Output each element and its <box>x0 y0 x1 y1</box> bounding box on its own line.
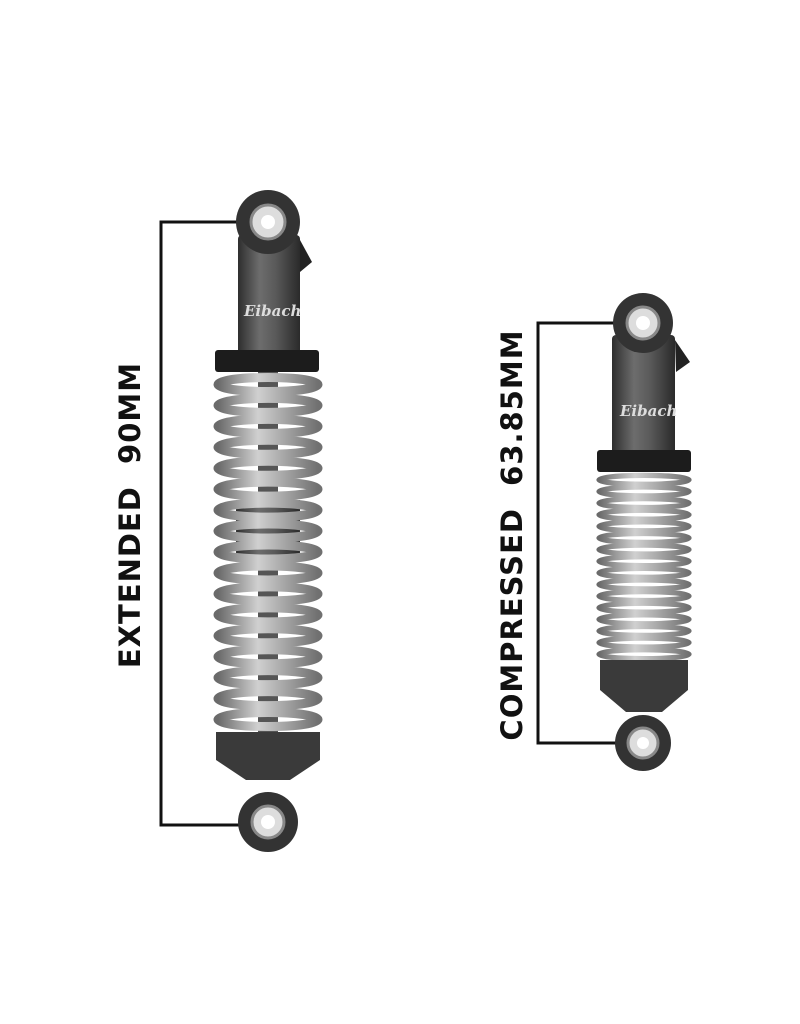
spring-coil <box>213 372 323 396</box>
spring-coil <box>596 496 692 511</box>
spring-coil <box>596 507 692 522</box>
extended-dimension-line <box>159 220 268 827</box>
spring-coil <box>213 666 323 690</box>
spring-coil <box>213 540 323 564</box>
spring-coil <box>213 498 323 522</box>
spring-coil <box>596 635 692 650</box>
spring-coil <box>213 477 323 501</box>
compressed-dimension-line <box>536 321 643 745</box>
spring-coil <box>596 612 692 627</box>
extended-label: EXTENDED 90MM <box>113 362 147 668</box>
spring-coil <box>213 414 323 438</box>
spring-coil <box>596 554 692 569</box>
spring-coil <box>596 647 692 662</box>
compressed-shock: Eibach <box>596 293 692 771</box>
spring-coil <box>596 484 692 499</box>
eibach-logo-right: Eibach <box>619 402 677 420</box>
spring-coil <box>596 589 692 604</box>
spring-coil <box>596 530 692 545</box>
extended-shock: Eibach <box>213 190 323 852</box>
spring-coil <box>596 519 692 534</box>
spring-coil <box>596 577 692 592</box>
compressed-label: COMPRESSED 63.85MM <box>495 329 529 740</box>
spring-coil <box>596 600 692 615</box>
spring-coil <box>213 561 323 585</box>
spring-coil <box>596 565 692 580</box>
spring-coil <box>596 623 692 638</box>
spring-coil <box>213 582 323 606</box>
spring-coil <box>213 393 323 417</box>
spring-coil <box>213 435 323 459</box>
eibach-logo: Eibach <box>243 302 301 320</box>
spring-coil <box>213 708 323 732</box>
spring-coil <box>213 687 323 711</box>
extended-spring <box>213 372 323 732</box>
spring-coil <box>596 472 692 487</box>
spring-coil <box>213 645 323 669</box>
compressed-spring <box>596 472 692 662</box>
spring-coil <box>596 542 692 557</box>
spring-coil <box>213 603 323 627</box>
spring-coil <box>213 624 323 648</box>
spring-coil <box>213 519 323 543</box>
spring-coil <box>213 456 323 480</box>
